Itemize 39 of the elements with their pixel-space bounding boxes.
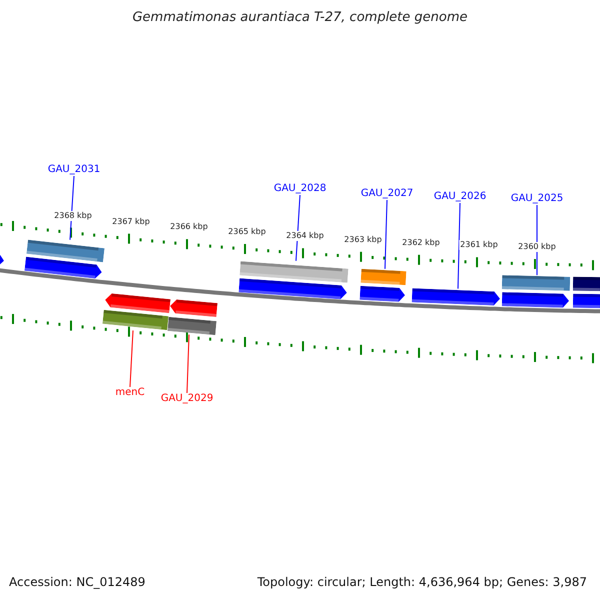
position-label: 2364 kbp [285,231,325,242]
gene-feature [502,292,570,308]
gene-feature [104,292,171,313]
gene-feature [572,294,600,308]
gene-label: GAU_2028 [274,184,326,194]
gene-label: GAU_2031 [48,165,100,175]
accession-text: Accession: NC_012489 [9,576,146,588]
leader-line [458,202,460,290]
gene-label: GAU_2026 [434,192,486,202]
leader-line [186,334,190,394]
gene-feature [360,286,406,302]
leader-line [536,204,538,276]
gene-feature [24,256,103,280]
gene-label: GAU_2027 [360,189,414,199]
gene-feature [238,278,348,300]
gene-feature-block [360,268,406,286]
leader-line [384,200,388,270]
gene-feature-block [502,275,570,291]
position-label: 2362 kbp [401,238,441,248]
gene-feature-block [167,316,217,335]
gene-feature [169,298,218,317]
position-label: 2366 kbp [169,222,209,232]
position-label: 2360 kbp [517,242,557,252]
position-label: 2368 kbp [53,210,93,221]
gene-feature-block [102,310,169,330]
genome-summary: Topology: circular; Length: 4,636,964 bp; Genes: 3,987 [257,576,587,588]
gene-feature-block [26,240,105,262]
gene-feature-block [572,276,600,292]
gene-label: GAU_2029 [160,394,214,404]
position-label: 2363 kbp [343,234,383,245]
gene-feature [412,288,500,306]
gene-feature-block [240,260,348,282]
position-label: 2365 kbp [227,227,267,238]
position-label: 2367 kbp [111,216,151,227]
gene-label: GAU_2025 [510,194,564,204]
leader-line [130,330,134,388]
title: Gemmatimonas aurantiaca T-27, complete genome [131,11,469,24]
gene-label: menC [115,388,145,398]
position-label: 2361 kbp [459,240,499,250]
